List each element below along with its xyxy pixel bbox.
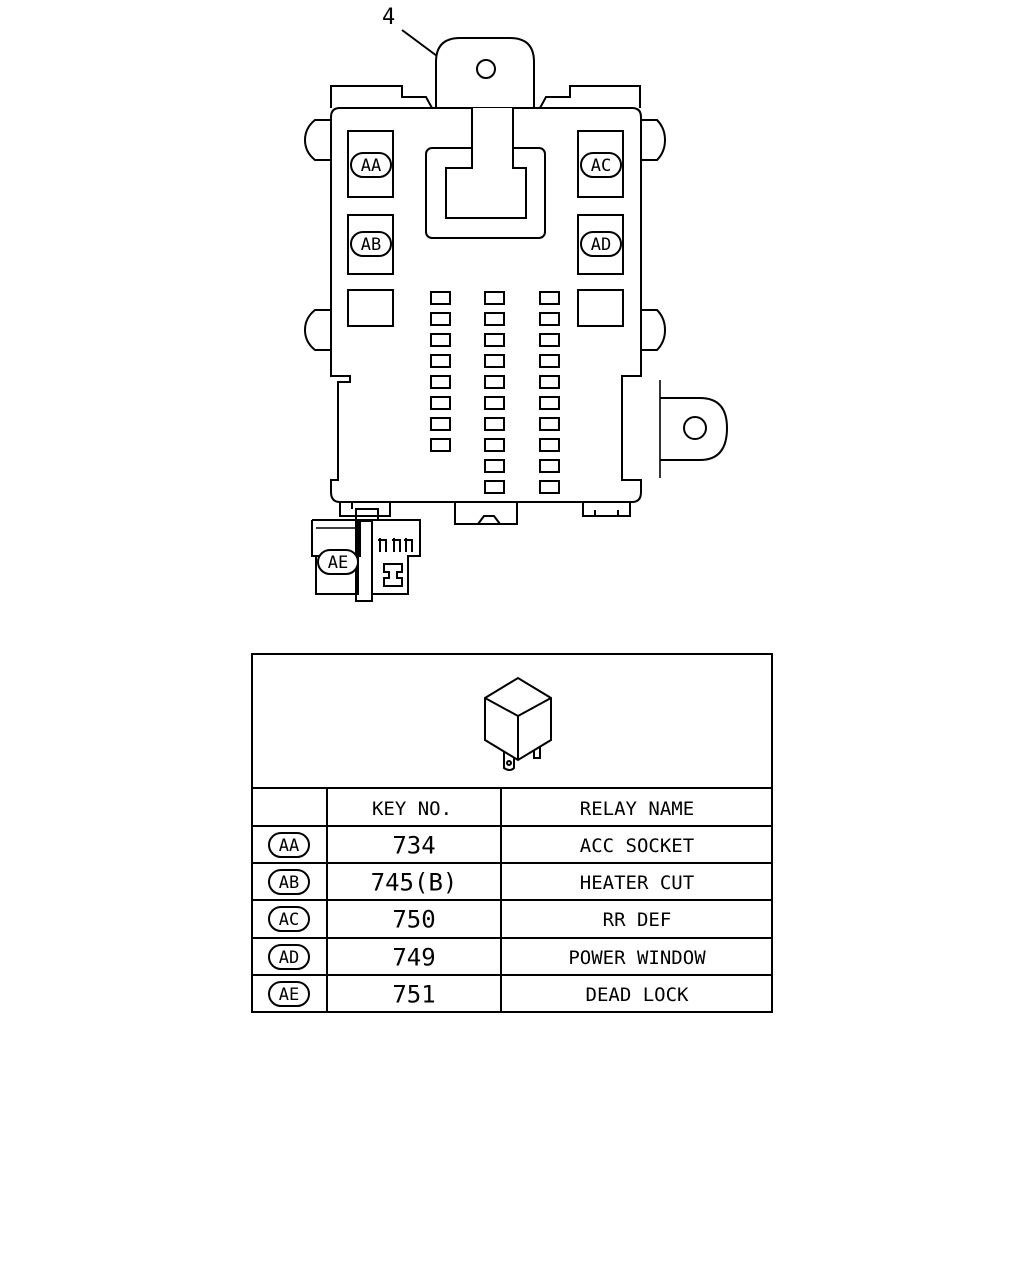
fuse-slot [484,417,505,431]
svg-text:AC: AC [591,156,611,176]
fuse-slot [539,438,560,452]
row-relay-name: RR DEF [603,909,672,931]
relay-label-aa: AA [350,152,392,178]
fuse-slot [539,480,560,494]
row-tag: AE [279,985,299,1005]
top-mounting-tab [435,37,535,108]
bottom-right-tab [582,502,631,517]
fuse-slot [484,354,505,368]
row-tag-oval [268,944,310,970]
relay-slot-ad [577,214,624,275]
fuse-slot [539,459,560,473]
fuse-slot [484,459,505,473]
fuse-slot [539,312,560,326]
table-row: AA 734 ACC SOCKET [268,832,694,860]
relay-label-ae: AE [317,549,359,575]
relay-slot-blank-left [347,289,394,327]
row-key-no: 734 [392,832,435,860]
table-row: AC 750 RR DEF [268,906,672,934]
table-rows: AA 734 ACC SOCKET AB 745(B) HEATER CUT AC 750 RR… [268,832,706,1009]
fuse-slot [539,291,560,305]
top-right-rail [539,85,641,109]
relay-slot-ac [577,130,624,198]
fuse-slot [430,312,451,326]
row-tag-oval [268,906,310,932]
right-tab-hole [683,416,707,440]
fuse-slot [484,291,505,305]
row-key-no: 745(B) [371,869,458,897]
fuse-slot [430,333,451,347]
fuse-slot [484,438,505,452]
fuse-column-left [430,291,451,452]
table-row: AD 749 POWER WINDOW [268,944,706,972]
header-key-no: KEY NO. [372,798,452,820]
left-clip-upper [303,119,331,161]
row-tag-oval [268,981,310,1007]
relay-slot-blank-right [577,289,624,327]
fuse-slot [539,333,560,347]
row-relay-name: DEAD LOCK [586,984,690,1006]
fuse-column-right [539,291,560,494]
relay-label-ad: AD [580,231,622,257]
fuse-slot [484,480,505,494]
row-tag-oval [268,869,310,895]
top-tab-hole [476,59,496,79]
center-socket-inner [445,108,527,219]
row-key-no: 750 [392,906,435,934]
relay-table: KEY NO. RELAY NAME AA 734 ACC SOCKET AB 745(… [251,653,773,1013]
row-relay-name: POWER WINDOW [568,947,706,969]
right-mounting-tab [660,397,729,461]
fuse-slot [430,354,451,368]
fuse-slot [484,333,505,347]
row-relay-name: ACC SOCKET [580,835,694,857]
callout-leader [401,29,438,57]
fuse-slot [484,312,505,326]
relay-cube-icon [484,676,552,771]
fuse-slot [539,417,560,431]
relay-label-ac: AC [580,152,622,178]
fuse-slot [539,354,560,368]
top-left-rail [330,85,433,109]
relay-slot-aa [347,130,394,198]
right-clip-lower [641,309,667,351]
fuse-slot [430,291,451,305]
svg-text:AD: AD [591,235,611,255]
callout-number: 4 [382,5,395,30]
row-tag: AA [279,836,299,856]
fuse-slot [430,396,451,410]
bottom-center-tab [454,502,518,525]
fuse-slot [539,375,560,389]
bottom-left-stub [339,502,391,517]
row-tag: AB [279,873,299,893]
relay-box-diagram: 4 AA AB [303,5,729,602]
row-relay-name: HEATER CUT [580,872,694,894]
table-frame [251,653,773,1013]
right-clip-upper [641,119,667,161]
fuse-slot [430,375,451,389]
svg-text:AA: AA [361,156,381,176]
fuse-slot [430,438,451,452]
table-row: AB 745(B) HEATER CUT [268,869,694,897]
header-relay-name: RELAY NAME [580,798,694,820]
row-tag-oval [268,832,310,858]
row-tag: AC [279,910,299,930]
relay-label-ab: AB [350,231,392,257]
row-tag: AD [279,948,299,968]
fuse-column-middle [484,291,505,494]
svg-text:AB: AB [361,235,381,255]
row-key-no: 749 [392,944,435,972]
fuse-slot [484,375,505,389]
left-clip-lower [303,309,331,351]
fuse-slot [430,417,451,431]
relay-slot-ab [347,214,394,275]
table-row: AE 751 DEAD LOCK [268,981,690,1009]
row-key-no: 751 [392,981,435,1009]
fuse-slot [539,396,560,410]
svg-text:AE: AE [328,553,348,573]
fuse-slot [484,396,505,410]
